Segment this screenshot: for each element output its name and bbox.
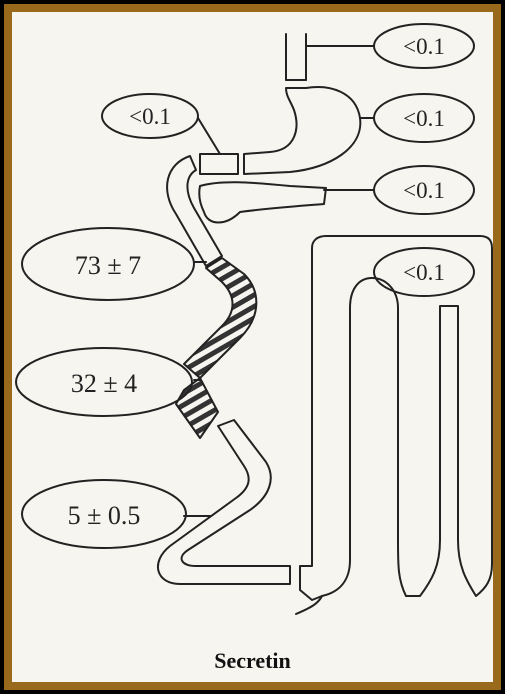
leader-lines <box>183 45 375 517</box>
pancreas-shape <box>198 181 327 224</box>
label-stomach: <0.1 <box>403 106 445 131</box>
oval-pylorus <box>101 93 199 139</box>
ileum-hatched-shape <box>175 377 219 439</box>
oval-colon <box>373 247 475 297</box>
label-pancreas: <0.1 <box>403 178 445 203</box>
oval-esophagus <box>373 23 475 69</box>
label-duodenum: 73 ± 7 <box>75 251 141 280</box>
lower-small-intestine-shape <box>157 419 291 585</box>
label-colon: <0.1 <box>403 260 445 285</box>
oval-duodenum <box>21 227 195 301</box>
oval-ileum <box>21 479 187 549</box>
paper-background <box>12 12 493 682</box>
label-pylorus: <0.1 <box>129 104 171 129</box>
colon-shape <box>299 235 493 601</box>
label-esophagus: <0.1 <box>403 34 445 59</box>
stomach-shape <box>243 86 362 175</box>
duodenum-shape <box>166 155 223 267</box>
label-ileum: 5 ± 0.5 <box>68 501 141 530</box>
figure-caption: Secretin <box>214 648 291 673</box>
esophagus-shape <box>285 33 307 81</box>
pylorus-shape <box>199 153 239 175</box>
oval-jejunum <box>15 347 193 417</box>
rectum-shape <box>295 595 323 615</box>
label-jejunum: 32 ± 4 <box>71 369 137 398</box>
jejunum-hatched-shape <box>183 257 258 379</box>
oval-stomach <box>373 93 475 143</box>
oval-pancreas <box>373 165 475 215</box>
